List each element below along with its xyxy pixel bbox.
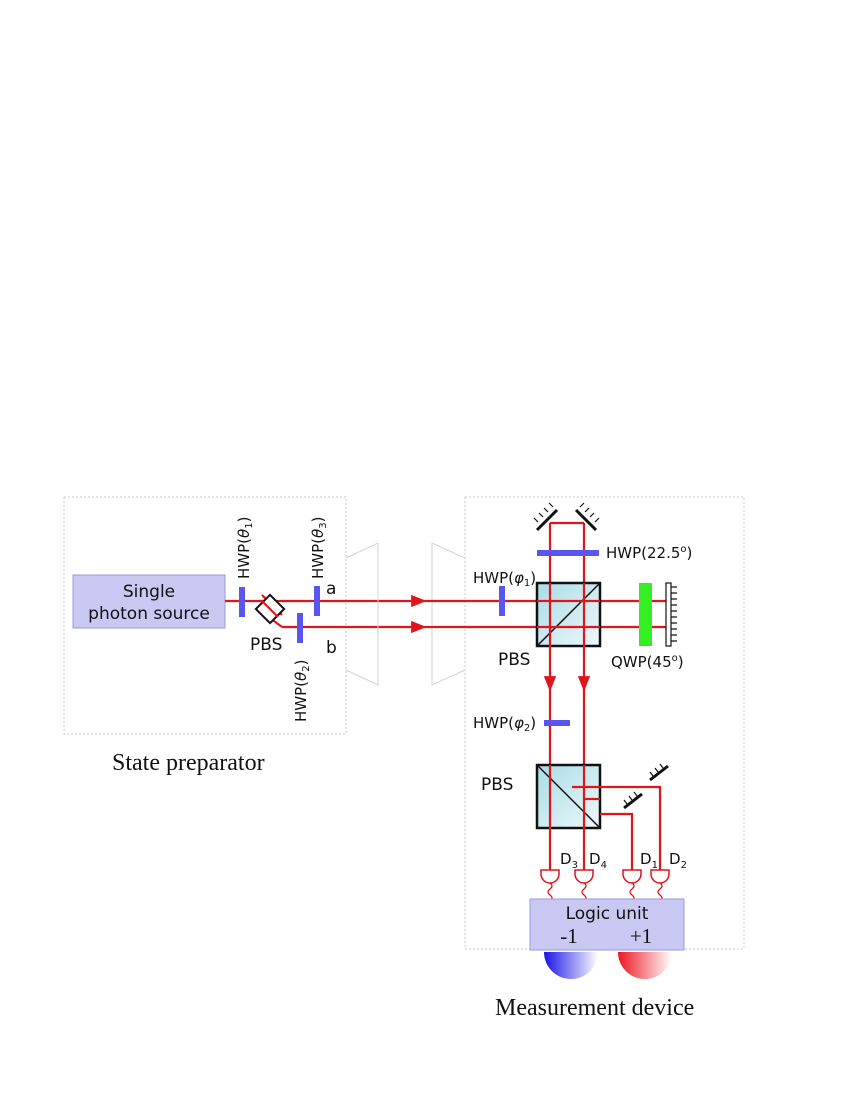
mirror-d2: [649, 763, 669, 782]
pbs-upper-label: PBS: [498, 650, 530, 670]
state-preparator: Single photon source PBS HWP(θ1) HWP(θ3)…: [63, 496, 427, 776]
state-preparator-frame: [63, 496, 347, 735]
channel-left-edge: [345, 542, 379, 686]
minus-one-indicator: [544, 952, 598, 979]
path-a-label: a: [326, 579, 336, 599]
right-mirror: [665, 582, 677, 647]
top-mirror-right: [574, 502, 600, 532]
detector-d1: [622, 869, 642, 902]
pbs-label-left: PBS: [250, 635, 282, 655]
measurement-device-caption: Measurement device: [495, 995, 694, 1021]
hwp-22-plate: [537, 550, 599, 556]
measurement-device: HWP(22.5o) HWP(φ1) PBS QWP(45o) HWP(φ2): [425, 496, 745, 1021]
hwp-theta3-label: HWP(θ3): [309, 517, 329, 579]
hwp-phi1-label: HWP(φ1): [473, 569, 536, 589]
pbs-cube-upper: [535, 581, 602, 648]
plus-one-value: +1: [630, 924, 652, 948]
pbs-cube-lower: [535, 763, 602, 830]
hwp-theta3-plate: [314, 586, 320, 616]
hwp-theta2-plate: [297, 613, 303, 643]
hwp-phi2-plate: [544, 720, 570, 726]
source-label-line1: Single: [123, 582, 175, 602]
measurement-device-frame: [464, 496, 745, 950]
pbs-lower-label: PBS: [481, 775, 513, 795]
detector-label-d4: D4: [589, 850, 607, 871]
single-photon-source-box: [72, 574, 226, 629]
hwp-theta1-label: HWP(θ1): [235, 517, 255, 579]
detector-d3: [540, 869, 560, 902]
logic-unit-label: Logic unit: [566, 904, 649, 924]
beam-to-d1: [600, 812, 634, 870]
pbs-diamond: [254, 593, 286, 625]
hwp-phi1-plate: [499, 586, 505, 616]
hwp-theta2-label: HWP(θ2): [292, 660, 312, 722]
detector-label-d2: D2: [669, 850, 687, 871]
plus-one-indicator: [618, 952, 672, 979]
mirror-d1: [623, 791, 643, 810]
qwp-45-label: QWP(45o): [611, 653, 684, 671]
logic-unit-box: [529, 898, 685, 951]
hwp-22-label: HWP(22.5o): [606, 544, 692, 562]
path-b-label: b: [326, 638, 337, 658]
detector-label-d3: D3: [560, 850, 578, 871]
detector-d2: [650, 869, 670, 902]
state-preparator-caption: State preparator: [112, 750, 265, 776]
top-mirror-left: [533, 502, 559, 532]
hwp-phi2-label: HWP(φ2): [473, 714, 536, 734]
beam-to-d2: [600, 785, 662, 870]
detector-label-d1: D1: [640, 850, 658, 871]
minus-one-value: -1: [560, 924, 578, 948]
source-label-line2: photon source: [88, 604, 210, 624]
detector-d4: [574, 869, 594, 902]
hwp-theta1-plate: [239, 587, 245, 617]
qwp-45-plate: [639, 583, 652, 646]
channel-right-edge: [431, 542, 466, 686]
